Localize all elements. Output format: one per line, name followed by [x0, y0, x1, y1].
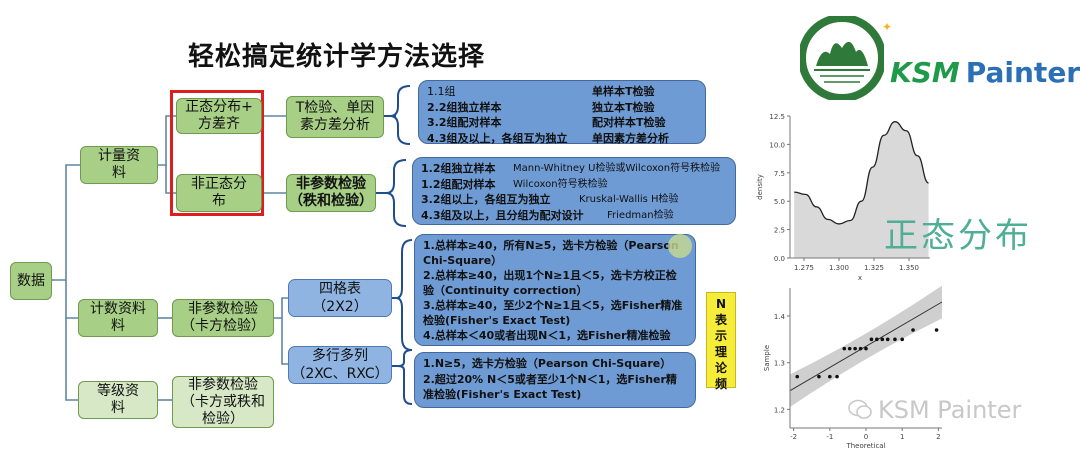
y-tick-label: 2.5 — [774, 227, 785, 235]
density-line — [794, 121, 929, 225]
qq-point — [893, 337, 897, 342]
x-axis-label: Theoretical — [845, 442, 885, 450]
qq-point — [835, 374, 839, 379]
node-measurement-data: 计量资 料 — [80, 146, 158, 184]
qq-point — [828, 374, 832, 379]
detail-line: 3.总样本≥40，至少2个N≥1且＜5，选Fisher精准检验(Fisher's… — [423, 299, 683, 327]
y-tick-label: 10.0 — [769, 141, 785, 149]
y-axis-label: density — [756, 174, 764, 200]
x-tick-label: 1.350 — [899, 264, 919, 272]
sparkle-icon: ✦ — [882, 20, 893, 34]
y-tick-label: 1.4 — [774, 313, 786, 321]
qq-point — [817, 374, 821, 379]
qq-point — [934, 328, 939, 332]
x-tick-label: 0 — [864, 433, 868, 441]
y-axis-label: Sample — [763, 345, 771, 371]
fit-line — [789, 301, 943, 392]
detail-line: 1.N≥5，选卡方检验（Pearson Chi-Square） — [423, 357, 672, 370]
qq-point — [880, 337, 885, 342]
node-data: 数据 — [10, 262, 52, 300]
detail-line: 2.总样本≥40，出现1个N≥1且＜5，选卡方校正检验（Continuity c… — [423, 269, 677, 297]
x-tick-label: -2 — [790, 433, 797, 441]
qq-point — [847, 346, 852, 351]
qq-point — [911, 328, 915, 332]
density-area — [794, 121, 929, 259]
node-multi-row-col: 多行多列 （2XC、RXC） — [288, 346, 392, 384]
detail-line: 2.超过20% N＜5或者至少1个N＜1，选Fisher精准检验(Fisher'… — [423, 372, 677, 402]
qq-point — [858, 346, 863, 351]
detail-row: 2.2组独立样本独立本T检验 — [427, 100, 655, 114]
y-tick-label: 1.3 — [774, 360, 785, 368]
normal-distribution-label: 正态分布 — [884, 216, 1032, 256]
x-tick-label: 1.325 — [864, 264, 884, 272]
node-normal-distribution: 正态分布+ 方差齐 — [176, 98, 262, 134]
qq-point — [853, 346, 857, 351]
node-t-test: T检验、单因 素方差分析 — [286, 96, 384, 138]
x-tick-label: 1 — [900, 433, 904, 441]
x-tick-label: 1.300 — [829, 264, 849, 272]
detail-line: 4.总样本＜40或者出现N＜1，选Fisher精准检验 — [423, 329, 671, 342]
ksm-logo-icon — [800, 16, 884, 100]
node-chi-square-nonparam: 非参数检验 （卡方检验） — [172, 299, 274, 337]
node-non-normal: 非正态分 布 — [176, 174, 262, 212]
qq-point — [875, 337, 879, 342]
detail-row: 1.1组单样本T检验 — [427, 85, 655, 98]
highlight-box — [170, 90, 264, 216]
density-chart: 0.0 2.5 5.0 7.5 10.0 12.5 1.275 1.300 1.325 1.350… — [756, 113, 930, 282]
y-tick-label: 1.2 — [774, 406, 785, 414]
x-axis-label: x — [858, 274, 862, 282]
x-tick-label: 1.275 — [794, 264, 814, 272]
detail-line: 1.总样本≥40，所有N≥5，选卡方检验（Pearson Chi-Square） — [423, 239, 679, 267]
detail-row: 3.2组配对样本配对样本T检验 — [427, 116, 666, 129]
y-tick-label: 12.5 — [769, 113, 785, 121]
qq-point — [900, 337, 904, 342]
qq-point — [869, 337, 874, 342]
qq-point — [842, 346, 847, 351]
qq-point — [864, 346, 868, 351]
wechat-icon — [848, 398, 872, 420]
detail-box-t-test: 1.1组单样本T检验 2.2组独立样本独立本T检验 3.2组配对样本配对样本T检… — [418, 80, 706, 145]
node-fourfold-table: 四格表 （2X2） — [288, 279, 392, 317]
x-tick-label: -1 — [826, 433, 833, 441]
x-tick-label: 2 — [936, 433, 940, 441]
decorative-dot — [668, 234, 692, 258]
qq-point — [885, 337, 890, 342]
node-chi-or-rank-nonparam: 非参数检验 （卡方或秩和 检验） — [172, 376, 274, 428]
qq-point — [795, 374, 800, 379]
detail-box-multi: 1.N≥5，选卡方检验（Pearson Chi-Square） 2.超过20% … — [414, 352, 696, 408]
page-title: 轻松搞定统计学方法选择 — [188, 42, 486, 72]
node-rank-data: 等级资 料 — [78, 381, 158, 419]
detail-row: 4.3组及以上，各组互为独立单因素方差分析 — [427, 131, 669, 145]
node-rank-sum-test: 非参数检验 （秩和检验） — [286, 174, 376, 212]
y-tick-label: 0.0 — [774, 255, 785, 263]
y-tick-label: 7.5 — [774, 170, 785, 178]
detail-box-fourfold: 1.总样本≥40，所有N≥5，选卡方检验（Pearson Chi-Square）… — [414, 234, 696, 346]
y-tick-label: 5.0 — [774, 198, 785, 206]
node-count-data: 计数资料 料 — [78, 299, 158, 337]
watermark-text: KSM Painter — [878, 396, 1022, 424]
